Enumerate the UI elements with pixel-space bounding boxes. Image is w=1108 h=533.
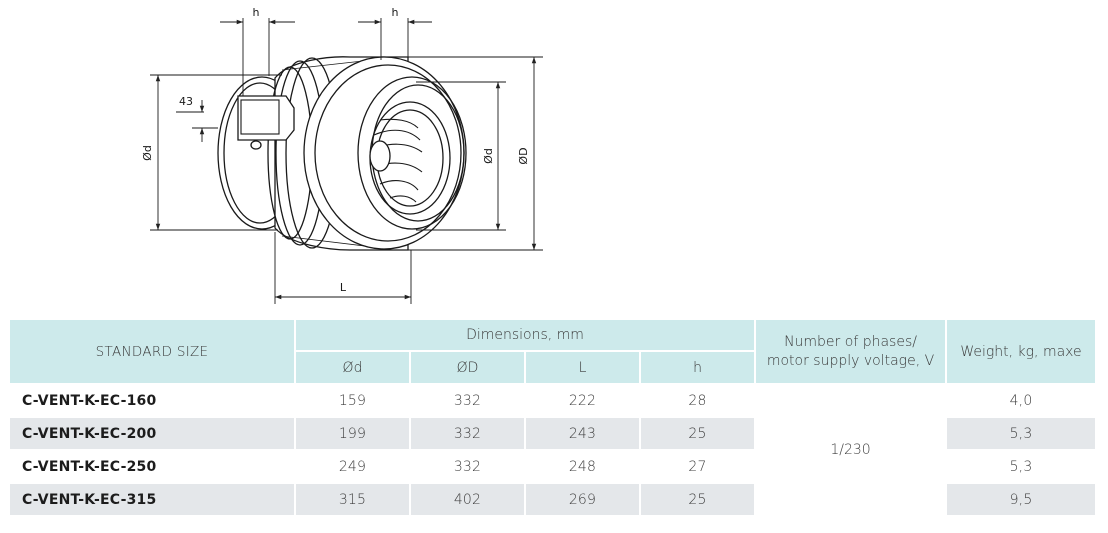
dim-label-od-right: Ød <box>482 148 495 164</box>
header-standard-size: STANDARD SIZE <box>10 320 294 383</box>
row-value-h: 27 <box>639 449 755 482</box>
row-value-d: 159 <box>294 383 409 416</box>
row-value-weight: 5,3 <box>945 416 1096 449</box>
table-row: C-VENT-K-EC-250 249 332 248 27 5,3 <box>10 449 1096 482</box>
header-col-D: ØD <box>409 350 524 383</box>
row-value-h: 28 <box>639 383 755 416</box>
row-value-weight: 9,5 <box>945 482 1096 515</box>
header-dimensions: Dimensions, mm <box>294 320 755 350</box>
row-value-D: 332 <box>409 449 524 482</box>
row-value-h: 25 <box>639 416 755 449</box>
fan-body <box>217 56 467 251</box>
header-col-L: L <box>524 350 639 383</box>
header-phases-line1: Number of phases/ <box>784 333 917 350</box>
dim-label-od-left: Ød <box>141 145 154 161</box>
row-value-L: 243 <box>524 416 639 449</box>
dim-label-h-right: h <box>392 6 399 19</box>
row-model-name: C-VENT-K-EC-160 <box>10 383 294 416</box>
row-value-weight: 5,3 <box>945 449 1096 482</box>
row-value-phase-voltage: 1/230 <box>754 383 946 515</box>
row-value-weight: 4,0 <box>945 383 1096 416</box>
row-value-D: 402 <box>409 482 524 515</box>
row-model-name: C-VENT-K-EC-200 <box>10 416 294 449</box>
dimension-lines <box>150 18 543 304</box>
table-row: C-VENT-K-EC-200 199 332 243 25 5,3 <box>10 416 1096 449</box>
row-value-D: 332 <box>409 416 524 449</box>
header-phases-line2: motor supply voltage, V <box>766 352 935 369</box>
row-value-L: 222 <box>524 383 639 416</box>
dim-label-oD: ØD <box>517 147 530 164</box>
row-value-d: 249 <box>294 449 409 482</box>
row-value-d: 199 <box>294 416 409 449</box>
row-value-L: 248 <box>524 449 639 482</box>
dim-label-43: 43 <box>179 95 193 108</box>
dim-label-h-left: h <box>253 6 260 19</box>
row-value-h: 25 <box>639 482 755 515</box>
row-value-d: 315 <box>294 482 409 515</box>
table-row: C-VENT-K-EC-315 315 402 269 25 9,5 <box>10 482 1096 515</box>
row-model-name: C-VENT-K-EC-250 <box>10 449 294 482</box>
specification-table: STANDARD SIZE Dimensions, mm Number of p… <box>10 320 1096 515</box>
header-col-d: Ød <box>294 350 409 383</box>
header-col-h: h <box>639 350 755 383</box>
row-value-L: 269 <box>524 482 639 515</box>
row-value-D: 332 <box>409 383 524 416</box>
table-row: C-VENT-K-EC-160 159 332 222 28 1/230 4,0 <box>10 383 1096 515</box>
fan-dimension-drawing: h h 43 Ød Ød ØD L <box>141 6 543 304</box>
header-phases-voltage: Number of phases/ motor supply voltage, … <box>754 320 946 383</box>
row-model-name: C-VENT-K-EC-315 <box>10 482 294 515</box>
header-weight: Weight, kg, maxe <box>945 320 1096 383</box>
dim-label-L: L <box>340 281 347 294</box>
